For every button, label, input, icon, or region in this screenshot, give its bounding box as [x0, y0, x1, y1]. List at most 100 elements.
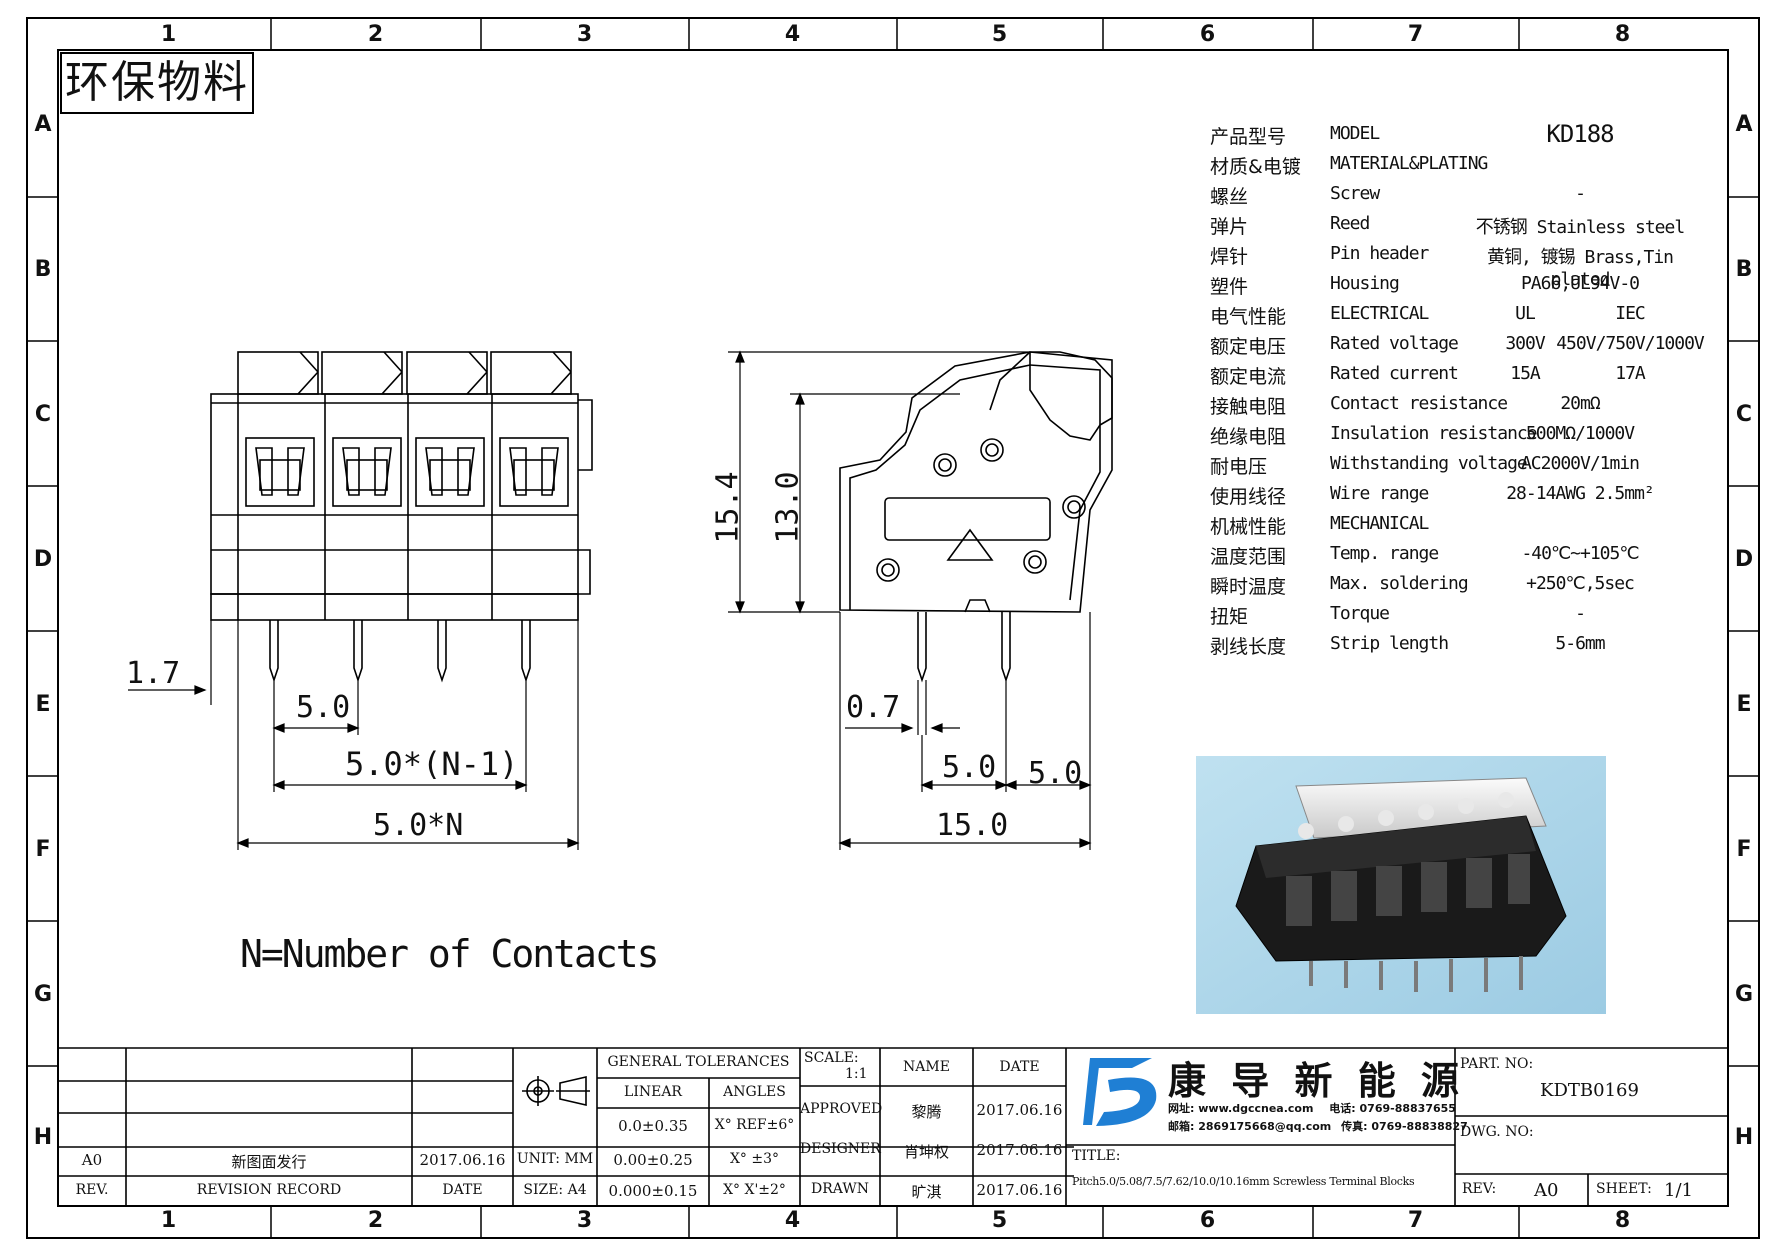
spec-label-cn: 额定电压	[1210, 336, 1287, 358]
eco-material-stamp: 环保物料	[60, 52, 254, 114]
zone-row-e-left: E	[35, 692, 51, 717]
zone-row-a-left: A	[34, 112, 52, 137]
company-mail: 2869175668@qq.com	[1198, 1120, 1332, 1133]
zone-col-2-top: 2	[367, 22, 384, 47]
spec-value: KD188	[1546, 120, 1614, 148]
spec-value-2: IEC	[1615, 303, 1646, 324]
zone-row-a-right: A	[1735, 112, 1753, 137]
zone-row-g-right: G	[1734, 982, 1754, 1007]
zone-col-5-top: 5	[991, 22, 1008, 47]
spec-label-cn: 机械性能	[1210, 516, 1287, 538]
spec-label-en: Rated current	[1330, 363, 1459, 384]
approved-label: APPROVED	[800, 1101, 883, 1117]
zone-col-7-bottom: 7	[1407, 1208, 1424, 1233]
zone-col-3-top: 3	[576, 22, 593, 47]
zone-row-d-right: D	[1734, 547, 1754, 572]
linear-header: LINEAR	[624, 1084, 682, 1100]
spec-value-2: 17A	[1615, 363, 1646, 384]
drawn-name: 旷淇	[911, 1183, 942, 1201]
zone-row-c-left: C	[34, 402, 52, 427]
zone-col-5-bottom: 5	[991, 1208, 1008, 1233]
name-header: NAME	[903, 1059, 950, 1075]
rev-label: REV:	[1462, 1181, 1497, 1197]
spec-value: -40℃~+105℃	[1521, 543, 1639, 564]
size: SIZE: A4	[523, 1182, 587, 1198]
drawn-label: DRAWN	[811, 1181, 869, 1197]
designer-date: 2017.06.16	[976, 1141, 1063, 1159]
designer-label: DESIGNER	[800, 1141, 881, 1157]
zone-col-1-top: 1	[160, 22, 177, 47]
date-header: DATE	[442, 1182, 483, 1198]
company-web-label: 网址:	[1168, 1102, 1195, 1115]
zone-row-d-left: D	[33, 547, 53, 572]
dwg-no-label: DWG. NO:	[1460, 1124, 1534, 1140]
company-mail-label: 邮箱:	[1168, 1120, 1195, 1133]
zone-row-e-right: E	[1736, 692, 1752, 717]
spec-label-en: Reed	[1330, 213, 1370, 234]
spec-label-en: Screw	[1330, 183, 1380, 204]
zone-col-8-top: 8	[1614, 22, 1631, 47]
rev-date: 2017.06.16	[419, 1151, 506, 1169]
spec-value: 500MΩ/1000V	[1525, 423, 1635, 444]
spec-label-en: Max. soldering	[1330, 573, 1469, 594]
part-no-label: PART. NO:	[1460, 1056, 1534, 1072]
spec-label-cn: 塑件	[1210, 276, 1249, 298]
approved-name: 黎腾	[911, 1103, 942, 1121]
spec-label-cn: 绝缘电阻	[1210, 426, 1287, 448]
spec-value: +250℃,5sec	[1526, 573, 1635, 594]
spec-value: 15A	[1510, 363, 1541, 384]
spec-value: UL	[1515, 303, 1536, 324]
spec-label-en: Wire range	[1330, 483, 1429, 504]
spec-value: 黄铜, 镀锡 Brass,Tin plated	[1486, 247, 1674, 290]
zone-row-h-left: H	[33, 1125, 53, 1150]
spec-label-cn: 剥线长度	[1210, 636, 1287, 658]
spec-value-2: 450V/750V/1000V	[1556, 333, 1705, 354]
spec-label-en: MECHANICAL	[1330, 513, 1429, 534]
spec-label-en: Pin header	[1330, 243, 1429, 264]
company-fax: 0769-88838827	[1371, 1120, 1468, 1133]
zone-row-h-right: H	[1734, 1125, 1754, 1150]
spec-label-en: Contact resistance	[1330, 393, 1508, 414]
company-contact-line-1: 网址: www.dgccnea.com 电话: 0769-88837655	[1168, 1100, 1456, 1116]
rev-value: A0	[1534, 1180, 1559, 1201]
spec-label-cn: 焊针	[1210, 246, 1249, 268]
drawing-title: Pitch5.0/5.08/7.5/7.62/10.0/10.16mm Scre…	[1072, 1175, 1415, 1188]
spec-value: 5-6mm	[1555, 633, 1605, 654]
dim-pitch: 5.0	[296, 690, 351, 725]
zone-col-1-bottom: 1	[160, 1208, 177, 1233]
designer-name: 肖坤权	[903, 1143, 949, 1161]
tol-angle-3: X° X'±2°	[723, 1182, 786, 1198]
company-fax-label: 传真:	[1341, 1120, 1368, 1133]
rev-a0: A0	[81, 1151, 103, 1169]
spec-label-cn: 电气性能	[1210, 306, 1287, 328]
scale-label: SCALE:	[804, 1050, 859, 1066]
dim-pitch-n-minus-1: 5.0*(N-1)	[345, 745, 519, 783]
rev-note: 新图面发行	[231, 1153, 307, 1171]
zone-row-b-left: B	[34, 257, 52, 282]
tol-linear-1: 0.0±0.35	[618, 1117, 688, 1135]
zone-row-b-right: B	[1735, 257, 1753, 282]
drawn-date: 2017.06.16	[976, 1181, 1063, 1199]
revision-record-header: REVISION RECORD	[196, 1182, 342, 1198]
spec-label-en: Withstanding voltage	[1330, 453, 1528, 474]
spec-value: 20mΩ	[1560, 393, 1600, 414]
dim-depth: 15.0	[936, 808, 1009, 843]
scale-value: 1:1	[845, 1066, 868, 1082]
approved-date: 2017.06.16	[976, 1101, 1063, 1119]
company-logo	[1083, 1058, 1157, 1126]
spec-value: 不锈钢 Stainless steel	[1475, 217, 1685, 238]
spec-label-cn: 接触电阻	[1210, 396, 1287, 418]
part-no: KDTB0169	[1540, 1080, 1639, 1101]
company-web: www.dgccnea.com	[1198, 1102, 1314, 1115]
spec-label-en: Torque	[1330, 603, 1390, 624]
spec-value: PA66,UL94V-0	[1520, 273, 1640, 294]
spec-label-en: Insulation resistance	[1330, 423, 1538, 444]
spec-label-cn: 耐电压	[1210, 456, 1268, 478]
spec-label-en: Rated voltage	[1330, 333, 1459, 354]
zone-col-3-bottom: 3	[576, 1208, 593, 1233]
tol-angle-1: X° REF±6°	[714, 1117, 795, 1133]
projection-symbol	[522, 1075, 590, 1107]
